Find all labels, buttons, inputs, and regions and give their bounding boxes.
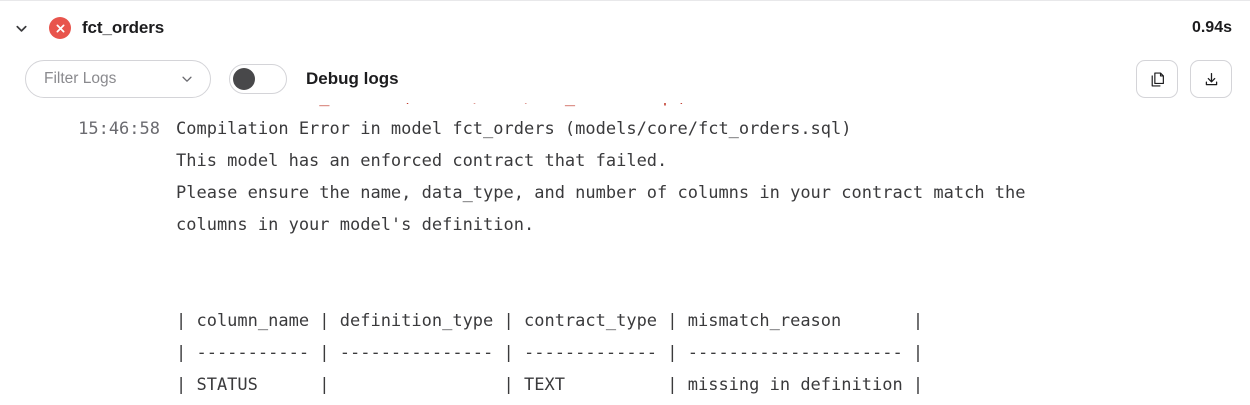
log-toolbar: Filter Logs Debug logs bbox=[0, 55, 1250, 103]
log-line bbox=[0, 241, 1250, 273]
log-message: | column_name | definition_type | contra… bbox=[176, 311, 924, 331]
log-timestamp bbox=[0, 177, 160, 209]
download-logs-button[interactable] bbox=[1190, 60, 1232, 98]
log-timestamp bbox=[0, 241, 160, 273]
log-line bbox=[0, 273, 1250, 305]
log-output[interactable]: in model fct_orders (models/core/fct_ord… bbox=[0, 103, 1250, 405]
log-message: | ----------- | --------------- | ------… bbox=[176, 343, 924, 363]
log-line-table-header: | column_name | definition_type | contra… bbox=[0, 305, 1250, 337]
expand-collapse-chevron-down-icon[interactable] bbox=[6, 13, 36, 43]
log-message: columns in your model's definition. bbox=[176, 215, 535, 235]
log-line: This model has an enforced contract that… bbox=[0, 145, 1250, 177]
copy-icon bbox=[1151, 71, 1164, 87]
log-timestamp bbox=[0, 305, 160, 337]
log-message: Please ensure the name, data_type, and n… bbox=[176, 183, 1026, 203]
log-timestamp: 15:46:58 bbox=[78, 119, 160, 139]
log-line: Please ensure the name, data_type, and n… bbox=[0, 177, 1250, 209]
log-message: Compilation Error in model fct_orders (m… bbox=[176, 119, 852, 139]
log-message: This model has an enforced contract that… bbox=[176, 151, 668, 171]
download-icon bbox=[1205, 72, 1217, 85]
copy-logs-button[interactable] bbox=[1136, 60, 1178, 98]
log-timestamp bbox=[0, 369, 160, 401]
error-circle-x-icon bbox=[49, 17, 71, 39]
filter-logs-dropdown[interactable]: Filter Logs bbox=[25, 60, 211, 98]
log-timestamp bbox=[0, 145, 160, 177]
log-scroll-content: in model fct_orders (models/core/fct_ord… bbox=[0, 103, 1250, 401]
toggle-knob bbox=[233, 68, 255, 90]
log-message bbox=[160, 241, 1250, 273]
log-message: | STATUS | | TEXT | missing in definitio… bbox=[176, 375, 924, 395]
filter-logs-label: Filter Logs bbox=[44, 70, 117, 87]
log-timestamp bbox=[0, 103, 160, 113]
log-timestamp bbox=[0, 209, 160, 241]
elapsed-time: 0.94s bbox=[1191, 19, 1232, 36]
log-message bbox=[160, 273, 1250, 305]
log-line: columns in your model's definition. bbox=[0, 209, 1250, 241]
debug-logs-label: Debug logs bbox=[306, 69, 399, 88]
log-line-table-row: | STATUS | | TEXT | missing in definitio… bbox=[0, 369, 1250, 401]
chevron-down-icon bbox=[182, 76, 192, 82]
log-timestamp bbox=[0, 337, 160, 369]
log-line-clipped: in model fct_orders (models/core/fct_ord… bbox=[0, 103, 1250, 113]
page-title: fct_orders bbox=[82, 18, 165, 37]
log-line: 15:46:58 Compilation Error in model fct_… bbox=[0, 113, 1250, 145]
log-line-table-separator: | ----------- | --------------- | ------… bbox=[0, 337, 1250, 369]
debug-logs-toggle[interactable] bbox=[229, 64, 287, 94]
log-timestamp bbox=[0, 273, 160, 305]
log-message: in model fct_orders (models/core/fct_ord… bbox=[160, 103, 1250, 113]
node-header: fct_orders 0.94s bbox=[0, 1, 1250, 55]
